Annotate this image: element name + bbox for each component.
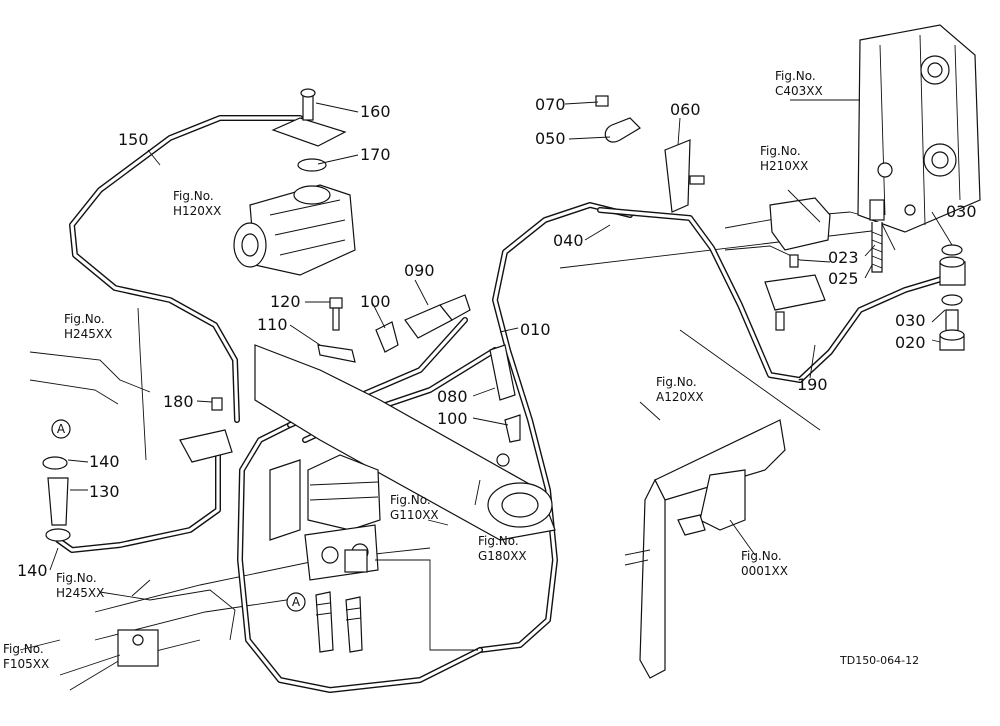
svg-text:H245XX: H245XX [56, 586, 104, 600]
label-040: 040 [553, 231, 584, 250]
label-140-upper: 140 [89, 452, 120, 471]
svg-text:0001XX: 0001XX [741, 564, 788, 578]
axle-housing [254, 344, 556, 541]
svg-text:Fig.No.: Fig.No. [656, 375, 697, 389]
hydraulic-hoses-bottom [315, 591, 363, 653]
drawing-code: TD150-064-12 [839, 654, 919, 667]
fig-ref-h210: Fig.No. H210XX [760, 144, 808, 173]
label-180: 180 [163, 392, 194, 411]
clamp-110 [317, 344, 356, 363]
callout-a-top-letter: A [57, 422, 66, 436]
label-140-lower: 140 [17, 561, 48, 580]
bolt-120 [329, 297, 343, 331]
label-190: 190 [797, 375, 828, 394]
label-130: 130 [89, 482, 120, 501]
fig-ref-h245-upper: Fig.No. H245XX [64, 312, 112, 341]
callout-a-top: A [51, 419, 71, 439]
bolt-070 [595, 95, 609, 107]
part-labels: 160 150 170 070 060 050 040 090 120 100 … [17, 95, 977, 580]
fig-ref-g110: Fig.No. G110XX [390, 493, 439, 522]
fig-ref-h120: Fig.No. H120XX [173, 189, 221, 218]
banjo-fittings [939, 244, 966, 351]
svg-text:G180XX: G180XX [478, 549, 527, 563]
label-020: 020 [895, 333, 926, 352]
pipe-left-lower [55, 442, 221, 553]
control-valve [857, 24, 981, 273]
coupler-090 [404, 294, 471, 339]
label-120: 120 [270, 292, 301, 311]
frame-bracket [624, 419, 786, 679]
label-100-lower: 100 [437, 409, 468, 428]
label-050: 050 [535, 129, 566, 148]
leader-lines [49, 99, 953, 676]
hydraulic-pump [233, 184, 356, 276]
label-100-upper: 100 [360, 292, 391, 311]
svg-text:H210XX: H210XX [760, 159, 808, 173]
fig-ref-0001: Fig.No. 0001XX [741, 549, 788, 578]
label-060: 060 [670, 100, 701, 119]
pipe-010 [477, 202, 633, 653]
svg-text:Fig.No.: Fig.No. [775, 69, 816, 83]
svg-text:Fig.No.: Fig.No. [56, 571, 97, 585]
svg-text:H120XX: H120XX [173, 204, 221, 218]
callout-a-bottom: A [286, 592, 306, 612]
label-023: 023 [828, 248, 859, 267]
bracket-060 [664, 139, 705, 213]
svg-text:F105XX: F105XX [3, 657, 49, 671]
o-ring-170 [297, 158, 327, 172]
fig-refs: Fig.No. H120XX Fig.No. H245XX Fig.No. H2… [3, 69, 823, 671]
svg-text:Fig.No.: Fig.No. [478, 534, 519, 548]
fig-ref-h245-lower: Fig.No. H245XX [56, 571, 104, 600]
pipe-lower-loop [237, 417, 483, 693]
label-170: 170 [360, 145, 391, 164]
elbow-100-lower [504, 414, 521, 443]
elbow-100-upper [375, 321, 399, 353]
svg-text:H245XX: H245XX [64, 327, 112, 341]
svg-text:A120XX: A120XX [656, 390, 704, 404]
svg-text:Fig.No.: Fig.No. [173, 189, 214, 203]
svg-text:Fig.No.: Fig.No. [3, 642, 44, 656]
pipe-150 [69, 115, 303, 423]
phantom-frame-left [19, 351, 431, 691]
fig-ref-f105: Fig.No. F105XX [3, 642, 49, 671]
fig-ref-a120: Fig.No. A120XX [656, 375, 704, 404]
lift-pump [269, 454, 381, 581]
svg-text:G110XX: G110XX [390, 508, 439, 522]
fig-ref-g180: Fig.No. G180XX [478, 534, 527, 563]
pipe-040-return [597, 207, 948, 383]
label-150: 150 [118, 130, 149, 149]
fig-ref-c403: Fig.No. C403XX [775, 69, 823, 98]
coupler-080 [489, 344, 516, 401]
label-070: 070 [535, 95, 566, 114]
svg-text:C403XX: C403XX [775, 84, 823, 98]
label-090: 090 [404, 261, 435, 280]
label-030-lower: 030 [895, 311, 926, 330]
label-080: 080 [437, 387, 468, 406]
clamp-050 [604, 117, 641, 143]
svg-text:Fig.No.: Fig.No. [64, 312, 105, 326]
label-010: 010 [520, 320, 551, 339]
svg-text:Fig.No.: Fig.No. [390, 493, 431, 507]
hose-clamp-assembly [42, 397, 233, 542]
label-025: 025 [828, 269, 859, 288]
flange-160 [271, 88, 347, 147]
label-110: 110 [257, 315, 288, 334]
label-030-upper: 030 [946, 202, 977, 221]
bracket-h210 [764, 197, 831, 331]
svg-text:Fig.No.: Fig.No. [741, 549, 782, 563]
label-160: 160 [360, 102, 391, 121]
svg-text:Fig.No.: Fig.No. [760, 144, 801, 158]
phantom-frame-right [559, 211, 896, 431]
callout-a-bottom-letter: A [292, 595, 301, 609]
